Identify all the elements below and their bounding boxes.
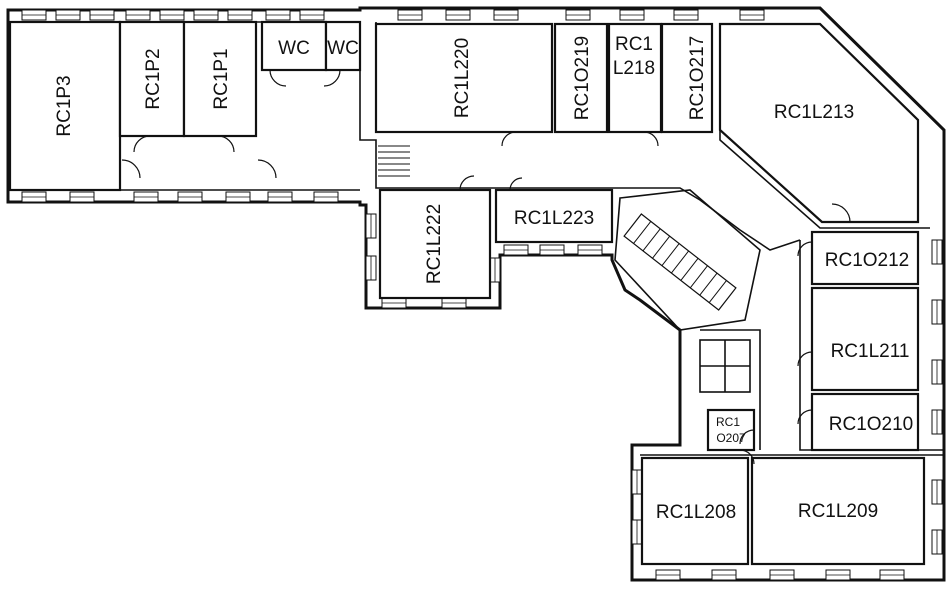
room-rc1l218 [607,22,663,134]
label-wc-1: WC [278,38,310,59]
windows-top [21,9,765,21]
label-rc1o212: RC1O212 [825,250,910,271]
room-rc1l211 [810,286,920,392]
room-rc1p3 [8,20,122,192]
label-rc1l211: RC1L211 [831,341,910,362]
label-rc1l218-line1: RC1 [615,34,653,55]
stair-treads [623,213,737,311]
label-rc1p2: RC1P2 [143,48,164,109]
room-wc-1 [260,20,328,72]
label-rc1o210: RC1O210 [829,414,914,435]
label-rc1o207-line2: O207 [716,431,746,445]
label-rc1l213: RC1L213 [774,102,854,123]
label-wc-2: WC [327,38,359,59]
label-rc1o207-line1: RC1 [716,415,740,429]
label-rc1l209: RC1L209 [798,501,878,522]
room-rc1l213 [718,22,920,224]
label-rc1l218-line2: L218 [613,58,655,79]
label-rc1p1: RC1P1 [211,48,232,109]
label-rc1p3: RC1P3 [54,75,75,136]
label-rc1l220: RC1L220 [452,38,473,118]
windows-bottom-west [21,191,943,581]
room-rc1l209 [750,456,926,566]
label-rc1o217: RC1O217 [687,36,708,121]
rooms [8,20,926,566]
room-rc1l222 [378,188,492,300]
room-rc1p2 [118,20,186,138]
label-rc1l223: RC1L223 [514,208,594,229]
label-rc1o219: RC1O219 [572,36,593,121]
room-rc1l208 [640,456,750,566]
doors [121,69,851,465]
small-stair [378,145,410,177]
room-rc1o217 [660,22,714,134]
room-wc-2 [324,20,362,72]
room-rc1p1 [182,20,258,138]
room-rc1l220 [374,22,554,134]
room-rc1o219 [553,22,609,134]
label-rc1l208: RC1L208 [656,502,736,523]
room-rc1o212 [810,230,920,286]
label-rc1l222: RC1L222 [424,204,445,284]
room-rc1o210 [810,392,920,452]
room-labels: RC1P3 RC1P2 RC1P1 WC WC RC1L220 RC1O219 … [54,34,913,523]
room-rc1l223 [494,188,614,244]
central-staircase [378,145,761,393]
